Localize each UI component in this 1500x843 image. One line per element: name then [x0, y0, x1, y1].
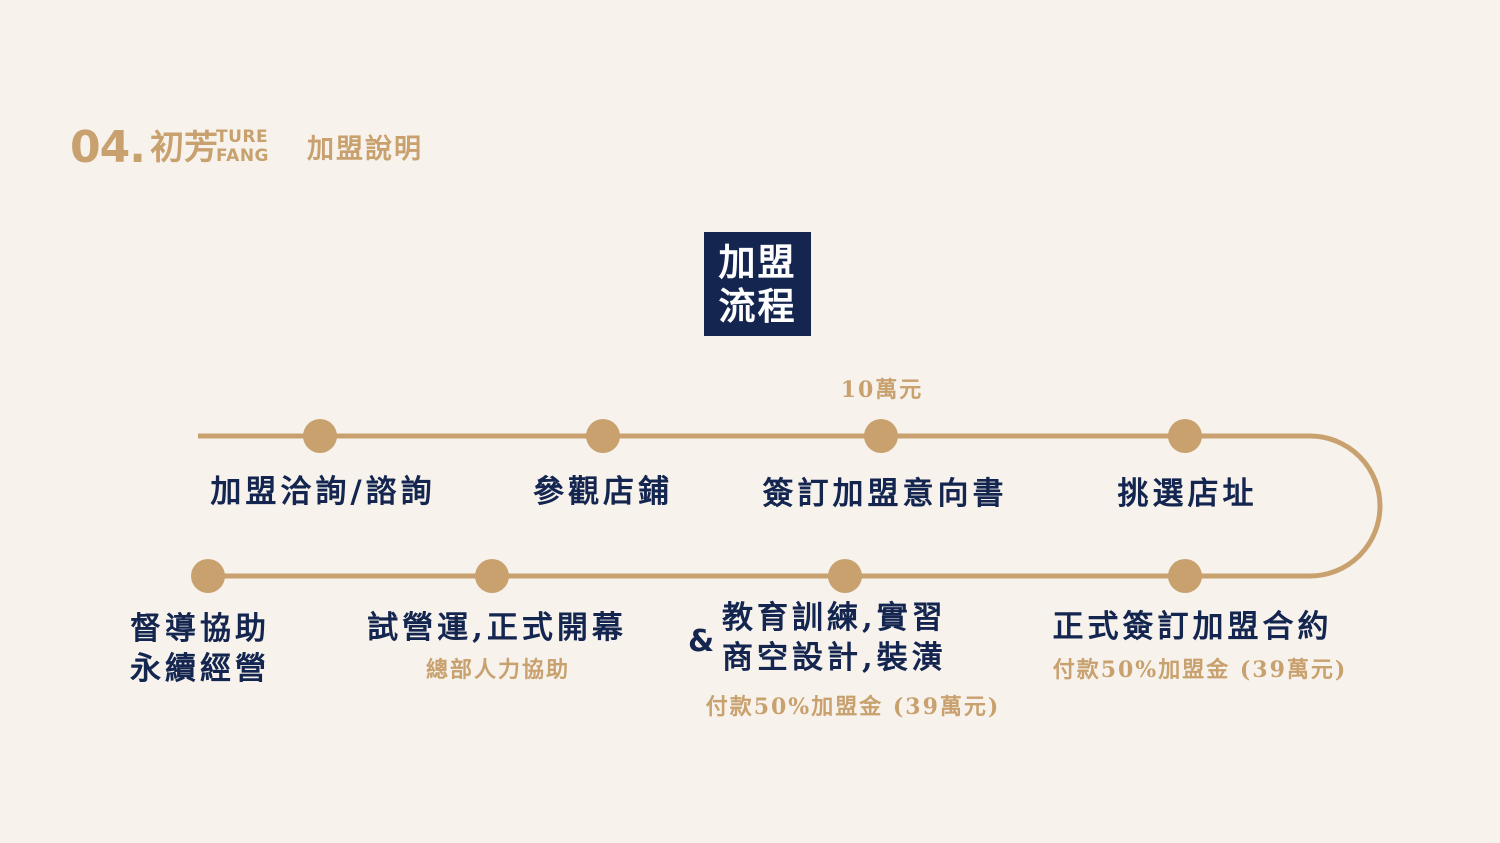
step-8-label: 督導協助 永續經營 — [130, 609, 270, 689]
step-dot-4 — [1168, 419, 1202, 453]
step-6-note: 付款50%加盟金 (39萬元) — [705, 694, 1001, 720]
step-dot-5 — [1168, 559, 1202, 593]
brand-latin-line2: FANG — [216, 146, 269, 166]
step-7-note: 總部人力協助 — [425, 657, 570, 683]
step-5-label: 正式簽訂加盟合約 — [1052, 609, 1333, 645]
step-dot-7 — [475, 559, 509, 593]
section-title: 加盟說明 — [307, 134, 423, 165]
step-1-label: 加盟洽詢/諮詢 — [210, 474, 436, 510]
step-dot-6 — [828, 559, 862, 593]
brand-logo-chinese: 初芳 — [150, 128, 218, 168]
step-dot-2 — [586, 419, 620, 453]
step-4-label: 挑選店址 — [1117, 476, 1258, 512]
step-3-note: 10萬元 — [840, 377, 924, 403]
process-title-box: 加盟 流程 — [704, 232, 811, 336]
step-6-label-line2: 商空設計,裝潢 — [722, 640, 947, 676]
process-title-line2: 流程 — [718, 284, 797, 328]
step-dot-1 — [303, 419, 337, 453]
step-6-label-line1: 教育訓練,實習 — [722, 600, 947, 636]
section-number: 04. — [70, 122, 146, 173]
step-7-label: 試營運,正式開幕 — [367, 610, 627, 646]
process-title-line1: 加盟 — [718, 240, 797, 284]
step-dot-8 — [191, 559, 225, 593]
step-8-label-line1: 督導協助 — [130, 611, 270, 647]
step-8-label-line2: 永續經營 — [130, 651, 270, 687]
step-6-ampersand: & — [688, 624, 715, 659]
step-3-label: 簽訂加盟意向書 — [762, 476, 1008, 512]
step-6-label: 教育訓練,實習 商空設計,裝潢 — [722, 598, 947, 678]
step-dot-3 — [864, 419, 898, 453]
step-5-note: 付款50%加盟金 (39萬元) — [1052, 657, 1348, 683]
track-line — [198, 433, 1383, 579]
step-2-label: 參觀店鋪 — [533, 474, 673, 510]
brand-latin-line1: TURE — [216, 127, 269, 147]
brand-logo-latin: TURE FANG — [216, 128, 269, 166]
